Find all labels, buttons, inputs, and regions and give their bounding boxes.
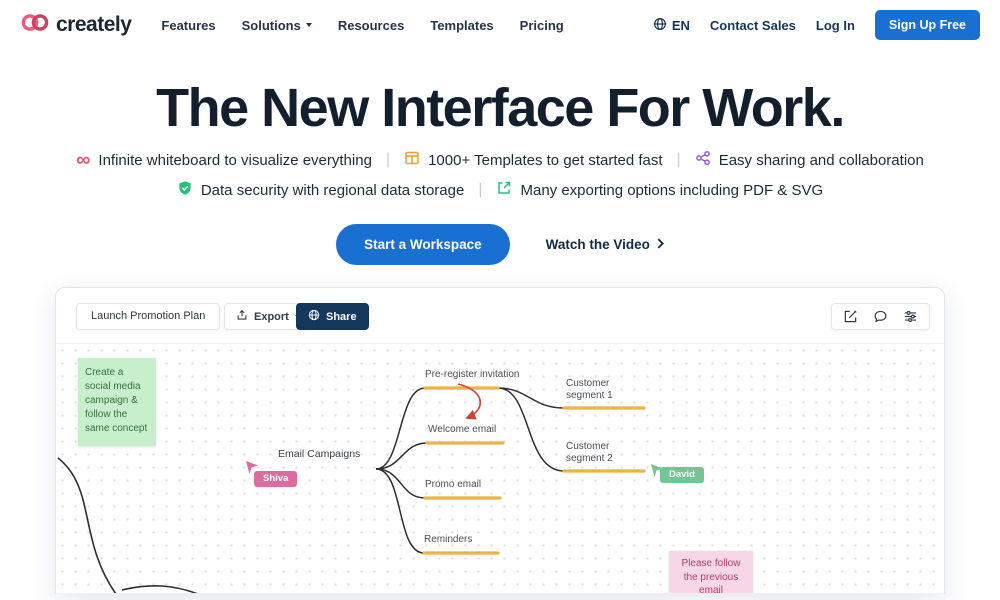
feature-list-row2: Data security with regional data storage… (0, 180, 1000, 200)
mindmap-node-pre-register: Pre-register invitation (425, 369, 520, 381)
nav-item-resources[interactable]: Resources (337, 17, 405, 33)
chevron-down-icon (305, 23, 312, 27)
creately-logo[interactable]: creately (20, 13, 132, 37)
share-button[interactable]: Share (296, 303, 369, 331)
mindmap-node-welcome-email: Welcome email (428, 424, 497, 436)
divider: | (676, 151, 681, 169)
feature-list-row1: ∞ Infinite whiteboard to visualize every… (0, 150, 1000, 170)
settings-sliders-icon[interactable] (903, 309, 918, 324)
feature-exporting: Many exporting options including PDF & S… (496, 180, 823, 200)
feature-sharing: Easy sharing and collaboration (695, 150, 924, 170)
logo-text: creately (56, 13, 132, 36)
templates-icon (404, 150, 420, 170)
sticky-note-pink: Please follow the previous email (669, 551, 753, 594)
nav-item-templates[interactable]: Templates (430, 17, 494, 33)
infinity-icon: ∞ (76, 149, 91, 172)
mindmap-node-segment-2: Customer segment 2 (566, 441, 613, 464)
cta-row: Start a Workspace Watch the Video (0, 224, 1000, 266)
creately-logo-icon (20, 13, 50, 37)
canvas-dot-grid (56, 344, 944, 594)
mindmap-node-root: Email Campaigns (278, 448, 361, 461)
login-link[interactable]: Log In (815, 17, 855, 33)
header-right: EN Contact Sales Log In Sign Up Free (653, 10, 980, 40)
globe-icon (653, 17, 667, 34)
page-title: The New Interface For Work. (156, 78, 845, 138)
document-title-input[interactable]: Launch Promotion Plan (76, 303, 221, 331)
sticky-note-green: Create a social media campaign & follow … (78, 358, 156, 447)
signup-button[interactable]: Sign Up Free (874, 10, 980, 40)
nav-item-solutions[interactable]: Solutions (242, 18, 312, 33)
shield-check-icon (177, 180, 193, 200)
canvas-tools (831, 303, 930, 331)
mindmap-node-segment-1: Customer segment 1 (566, 378, 613, 401)
start-workspace-button[interactable]: Start a Workspace (336, 224, 510, 266)
watch-video-link[interactable]: Watch the Video (546, 237, 664, 252)
feature-templates: 1000+ Templates to get started fast (404, 150, 663, 170)
main-nav: Features Solutions Resources Templates P… (161, 18, 563, 33)
share-nodes-icon (695, 150, 711, 170)
nav-item-features[interactable]: Features (161, 17, 216, 33)
collaborator-tag-shiva: Shiva (254, 471, 298, 488)
divider: | (385, 151, 391, 169)
language-selector[interactable]: EN (653, 17, 690, 34)
mindmap-node-reminders: Reminders (424, 534, 473, 546)
globe-icon (308, 309, 320, 324)
export-icon (496, 180, 512, 200)
divider: | (478, 181, 483, 199)
feature-whiteboard: ∞ Infinite whiteboard to visualize every… (76, 149, 372, 172)
edit-icon[interactable] (843, 309, 858, 324)
contact-sales-link[interactable]: Contact Sales (709, 17, 796, 33)
nav-item-pricing[interactable]: Pricing (519, 17, 564, 33)
upload-icon (236, 309, 248, 324)
collaborator-tag-david: David (660, 467, 704, 484)
feature-security: Data security with regional data storage (177, 180, 464, 200)
mindmap-node-promo-email: Promo email (425, 479, 482, 491)
whiteboard-demo: Launch Promotion Plan Export Share (55, 287, 945, 594)
chevron-right-icon (657, 237, 664, 252)
site-header: creately Features Solutions Resources Te… (0, 0, 1000, 50)
comment-icon[interactable] (873, 309, 888, 324)
